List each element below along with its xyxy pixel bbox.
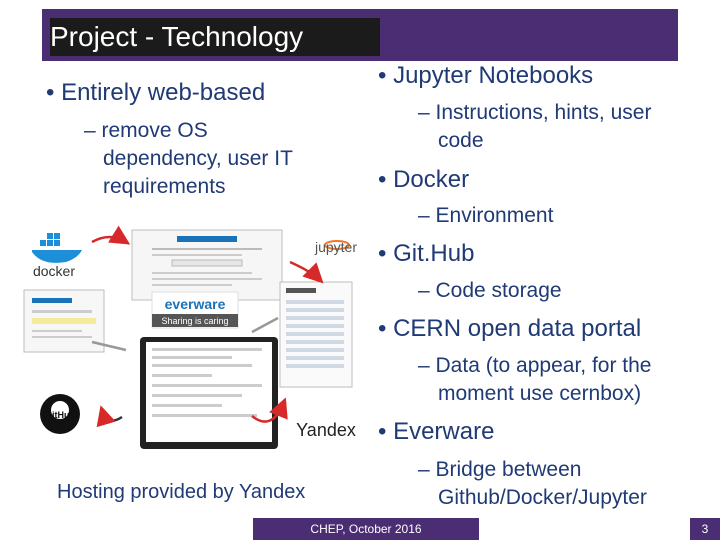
hosting-note: Hosting provided by Yandex — [57, 481, 306, 503]
bullet-docker: • Docker — [378, 166, 470, 193]
jupyter-icon: jupyter — [314, 239, 357, 255]
bullet-cern: • CERN open data portal — [378, 315, 642, 342]
top-screenshot — [131, 229, 283, 301]
sub-github-1: – Code storage — [418, 279, 562, 302]
page-number-bar — [690, 518, 720, 540]
bullet-jupyter: • Jupyter Notebooks — [378, 62, 594, 89]
bullet-github: • Git.Hub — [378, 240, 475, 267]
right-screenshot — [279, 281, 353, 388]
github-label: GitHub — [45, 410, 75, 420]
sub-os-3: requirements — [103, 175, 226, 198]
github-icon: GitHub — [40, 394, 80, 434]
docker-icon: docker — [32, 233, 82, 279]
sub-everware-1: – Bridge between — [418, 458, 582, 481]
bullet-web-based: • Entirely web-based — [46, 79, 266, 106]
footer-text: CHEP, October 2016 — [310, 522, 422, 536]
architecture-diagram: everware Sharing is caring docker jupyte… — [23, 225, 357, 449]
sub-everware-2: Github/Docker/Jupyter — [438, 486, 647, 509]
sub-os-1: – remove OS — [84, 119, 208, 142]
page-number: 3 — [701, 522, 709, 536]
docker-label: docker — [33, 263, 75, 279]
bullet-everware: • Everware — [378, 418, 495, 445]
sub-jupyter-1: – Instructions, hints, user — [418, 101, 652, 124]
footer-bar — [253, 518, 479, 540]
jupyter-label: jupyter — [314, 239, 357, 255]
slide-title: Project - Technology — [50, 18, 380, 56]
everware-label: everware — [165, 296, 226, 312]
sub-os-2: dependency, user IT — [103, 147, 293, 170]
sub-cern-1: – Data (to appear, for the — [418, 354, 652, 377]
everware-logo: everware Sharing is caring — [151, 291, 239, 329]
yandex-label: Yandex — [296, 420, 356, 440]
tagline-label: Sharing is caring — [161, 316, 228, 326]
laptop — [140, 337, 278, 449]
sub-jupyter-2: code — [438, 129, 484, 152]
yandex-icon: Yandex — [296, 420, 356, 440]
sub-cern-2: moment use cernbox) — [438, 382, 642, 405]
left-screenshot — [23, 289, 105, 353]
sub-docker-1: – Environment — [418, 204, 554, 227]
arrows — [91, 225, 324, 428]
